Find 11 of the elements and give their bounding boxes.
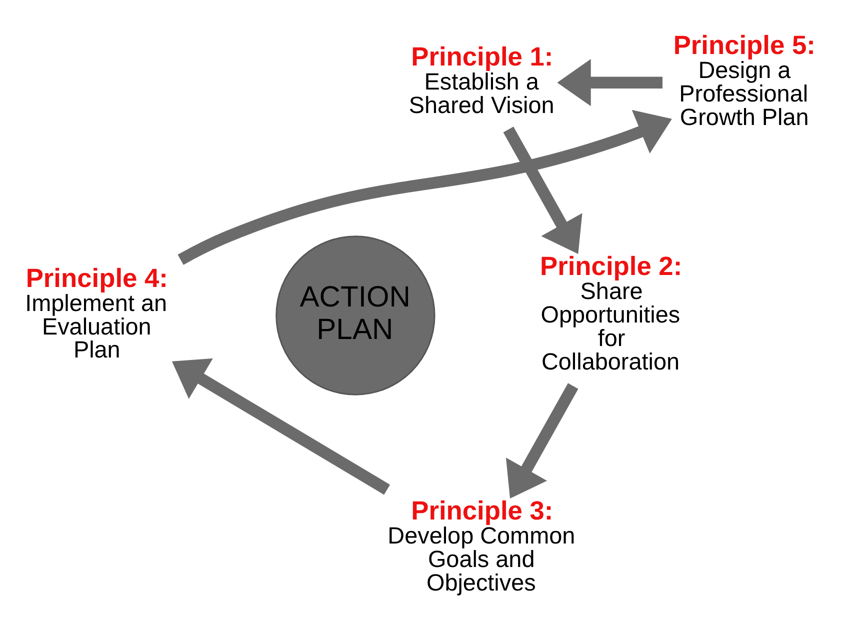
node-circle: ACTION PLAN [275,236,435,396]
node-text: Principle 4: Implement an Evaluation Plan [24,262,168,363]
node-text: Principle 1: Establish a Shared Vision [408,42,554,118]
arrow [171,358,390,495]
arrow [502,126,582,254]
node-text: Principle 2: Share Opportunities for Collaboration [540,251,682,374]
arrow [505,383,578,499]
arrow [177,110,672,265]
node-text: Principle 3: Develop Common Goals and Objectives [387,496,575,596]
node-text: Principle 5: Design a Professional Growth Plan [672,30,815,130]
arrow [556,59,662,106]
